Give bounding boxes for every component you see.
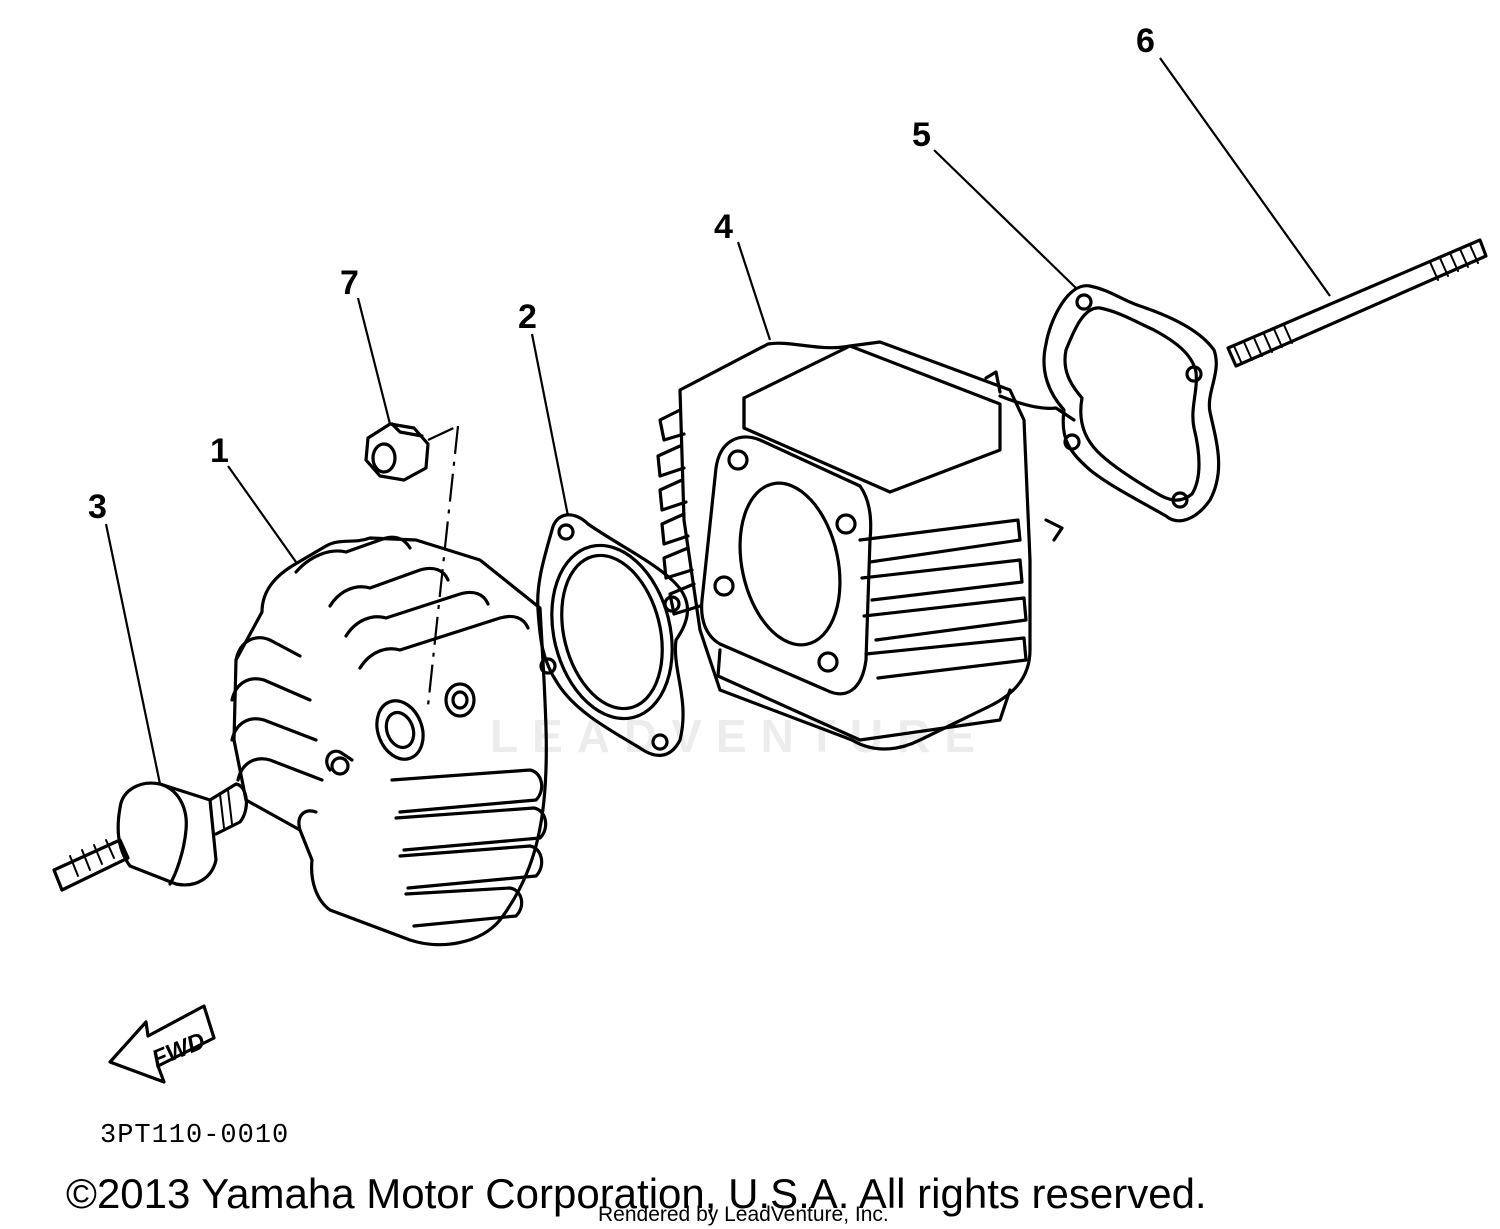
callout-2: 2 xyxy=(518,298,537,336)
callout-6: 6 xyxy=(1136,22,1155,60)
copyright-notice: ©2013 Yamaha Motor Corporation, U.S.A. A… xyxy=(66,1170,1207,1217)
callout-4: 4 xyxy=(714,208,733,246)
diagram-code: 3PT110-0010 xyxy=(100,1121,289,1151)
part-5-base-gasket[interactable] xyxy=(1042,284,1221,523)
callout-7: 7 xyxy=(340,264,359,302)
part-7-nut[interactable] xyxy=(364,422,430,482)
part-6-stud-bolt[interactable] xyxy=(1226,238,1488,368)
leader-lines xyxy=(104,57,1331,785)
part-3-spark-plug[interactable] xyxy=(52,781,248,892)
callout-5: 5 xyxy=(912,116,931,154)
watermark: LEADVENTURE xyxy=(490,710,989,762)
callout-numbers: 6 5 4 2 7 1 3 xyxy=(88,22,1155,526)
part-1-cylinder-head[interactable] xyxy=(230,535,548,947)
callout-3: 3 xyxy=(88,488,107,526)
part-4-cylinder[interactable] xyxy=(656,340,1076,751)
fwd-arrow-icon: FWD xyxy=(108,1004,216,1084)
fwd-label: FWD xyxy=(148,1027,209,1073)
callout-1: 1 xyxy=(210,432,229,470)
rendered-by-credit: Rendered by LeadVenture, Inc. xyxy=(598,1203,889,1226)
